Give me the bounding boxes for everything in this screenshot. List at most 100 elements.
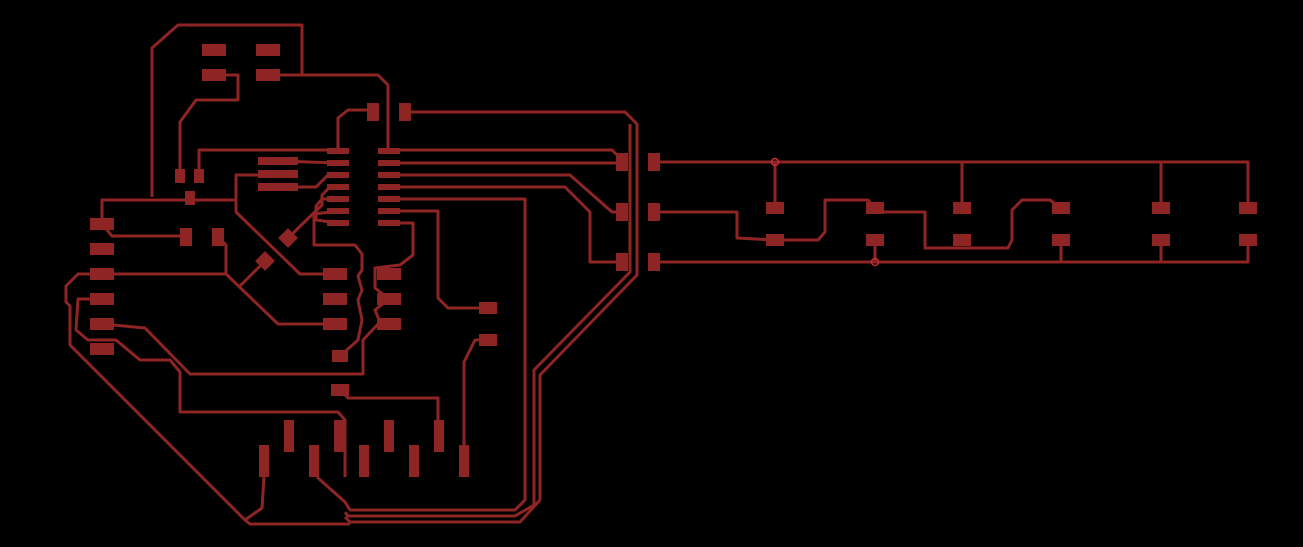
smd-pad bbox=[323, 293, 347, 305]
copper-trace bbox=[343, 110, 639, 524]
smd-pad bbox=[378, 196, 400, 202]
smd-pad bbox=[479, 334, 497, 346]
smd-pad bbox=[616, 253, 628, 271]
smd-pad bbox=[90, 293, 114, 305]
smd-pad bbox=[1239, 234, 1257, 246]
via bbox=[770, 157, 780, 167]
copper-trace bbox=[389, 148, 624, 162]
smd-pad bbox=[323, 318, 347, 330]
smd-pad bbox=[648, 203, 660, 221]
smd-pad bbox=[953, 234, 971, 246]
copper-trace bbox=[389, 209, 488, 310]
smd-pad bbox=[378, 172, 400, 178]
smd-pad bbox=[327, 208, 349, 214]
smd-pad bbox=[378, 220, 400, 226]
via bbox=[870, 257, 880, 267]
smd-pad bbox=[377, 268, 401, 280]
smd-pad bbox=[327, 148, 349, 154]
smd-pad bbox=[331, 384, 349, 396]
smd-pad bbox=[1239, 202, 1257, 214]
smd-pad bbox=[256, 69, 280, 81]
smd-pad bbox=[648, 153, 660, 171]
smd-pad bbox=[327, 172, 349, 178]
smd-pad bbox=[202, 44, 226, 56]
copper-trace bbox=[389, 173, 622, 214]
smd-pad bbox=[278, 228, 298, 248]
smd-pad bbox=[384, 420, 394, 452]
smd-pad bbox=[323, 268, 347, 280]
copper-trace bbox=[336, 108, 373, 150]
smd-pad bbox=[359, 445, 369, 477]
smd-pad bbox=[255, 251, 275, 271]
trace-layer bbox=[64, 23, 1250, 526]
smd-pad bbox=[1052, 202, 1070, 214]
copper-trace bbox=[389, 185, 622, 264]
smd-pad bbox=[259, 445, 269, 477]
smd-pad bbox=[90, 243, 114, 255]
copper-trace bbox=[875, 198, 1062, 250]
smd-pad bbox=[866, 234, 884, 246]
smd-pad bbox=[766, 202, 784, 214]
smd-pad bbox=[434, 420, 444, 452]
smd-pad bbox=[284, 420, 294, 452]
smd-pad bbox=[399, 103, 411, 121]
smd-pad bbox=[327, 160, 349, 166]
copper-trace bbox=[654, 198, 877, 242]
copper-trace bbox=[312, 197, 527, 512]
copper-trace bbox=[234, 200, 335, 276]
copper-trace bbox=[178, 73, 240, 176]
copper-trace bbox=[654, 160, 1250, 208]
smd-pad bbox=[90, 318, 114, 330]
copper-trace bbox=[197, 148, 338, 176]
copper-trace bbox=[244, 518, 350, 526]
smd-pad bbox=[327, 184, 349, 190]
smd-pad bbox=[377, 293, 401, 305]
smd-pad bbox=[766, 234, 784, 246]
copper-trace bbox=[100, 223, 186, 238]
smd-pad bbox=[1152, 234, 1170, 246]
smd-pad bbox=[258, 170, 298, 178]
copper-trace bbox=[654, 240, 1250, 264]
smd-pad bbox=[334, 420, 344, 452]
smd-pad bbox=[648, 253, 660, 271]
smd-pad bbox=[256, 44, 280, 56]
smd-pad bbox=[327, 220, 349, 226]
smd-pad bbox=[258, 157, 298, 165]
smd-pad bbox=[367, 103, 379, 121]
smd-pad bbox=[90, 218, 114, 230]
copper-trace bbox=[224, 272, 335, 326]
smd-pad bbox=[1152, 202, 1170, 214]
smd-pad bbox=[378, 148, 400, 154]
smd-pad bbox=[332, 350, 348, 362]
smd-pad bbox=[953, 202, 971, 214]
smd-pad bbox=[459, 445, 469, 477]
smd-pad bbox=[378, 208, 400, 214]
smd-pad bbox=[90, 268, 114, 280]
pad-layer bbox=[90, 44, 1257, 477]
smd-pad bbox=[377, 318, 401, 330]
smd-pad bbox=[1052, 234, 1070, 246]
via-layer bbox=[770, 157, 880, 267]
smd-pad bbox=[866, 202, 884, 214]
copper-trace bbox=[373, 221, 415, 301]
smd-pad bbox=[616, 203, 628, 221]
copper-trace bbox=[102, 235, 228, 276]
smd-pad bbox=[327, 196, 349, 202]
smd-pad bbox=[378, 184, 400, 190]
smd-pad bbox=[185, 191, 195, 205]
smd-pad bbox=[258, 183, 298, 191]
smd-pad bbox=[194, 169, 204, 183]
copper-trace bbox=[268, 73, 390, 150]
copper-trace bbox=[64, 272, 266, 522]
smd-pad bbox=[202, 69, 226, 81]
smd-pad bbox=[409, 445, 419, 477]
copper-trace bbox=[343, 124, 632, 518]
smd-pad bbox=[90, 343, 114, 355]
smd-pad bbox=[616, 153, 628, 171]
smd-pad bbox=[309, 445, 319, 477]
copper-trace bbox=[312, 209, 364, 358]
smd-pad bbox=[212, 228, 224, 246]
copper-trace bbox=[74, 297, 347, 477]
smd-pad bbox=[180, 228, 192, 246]
